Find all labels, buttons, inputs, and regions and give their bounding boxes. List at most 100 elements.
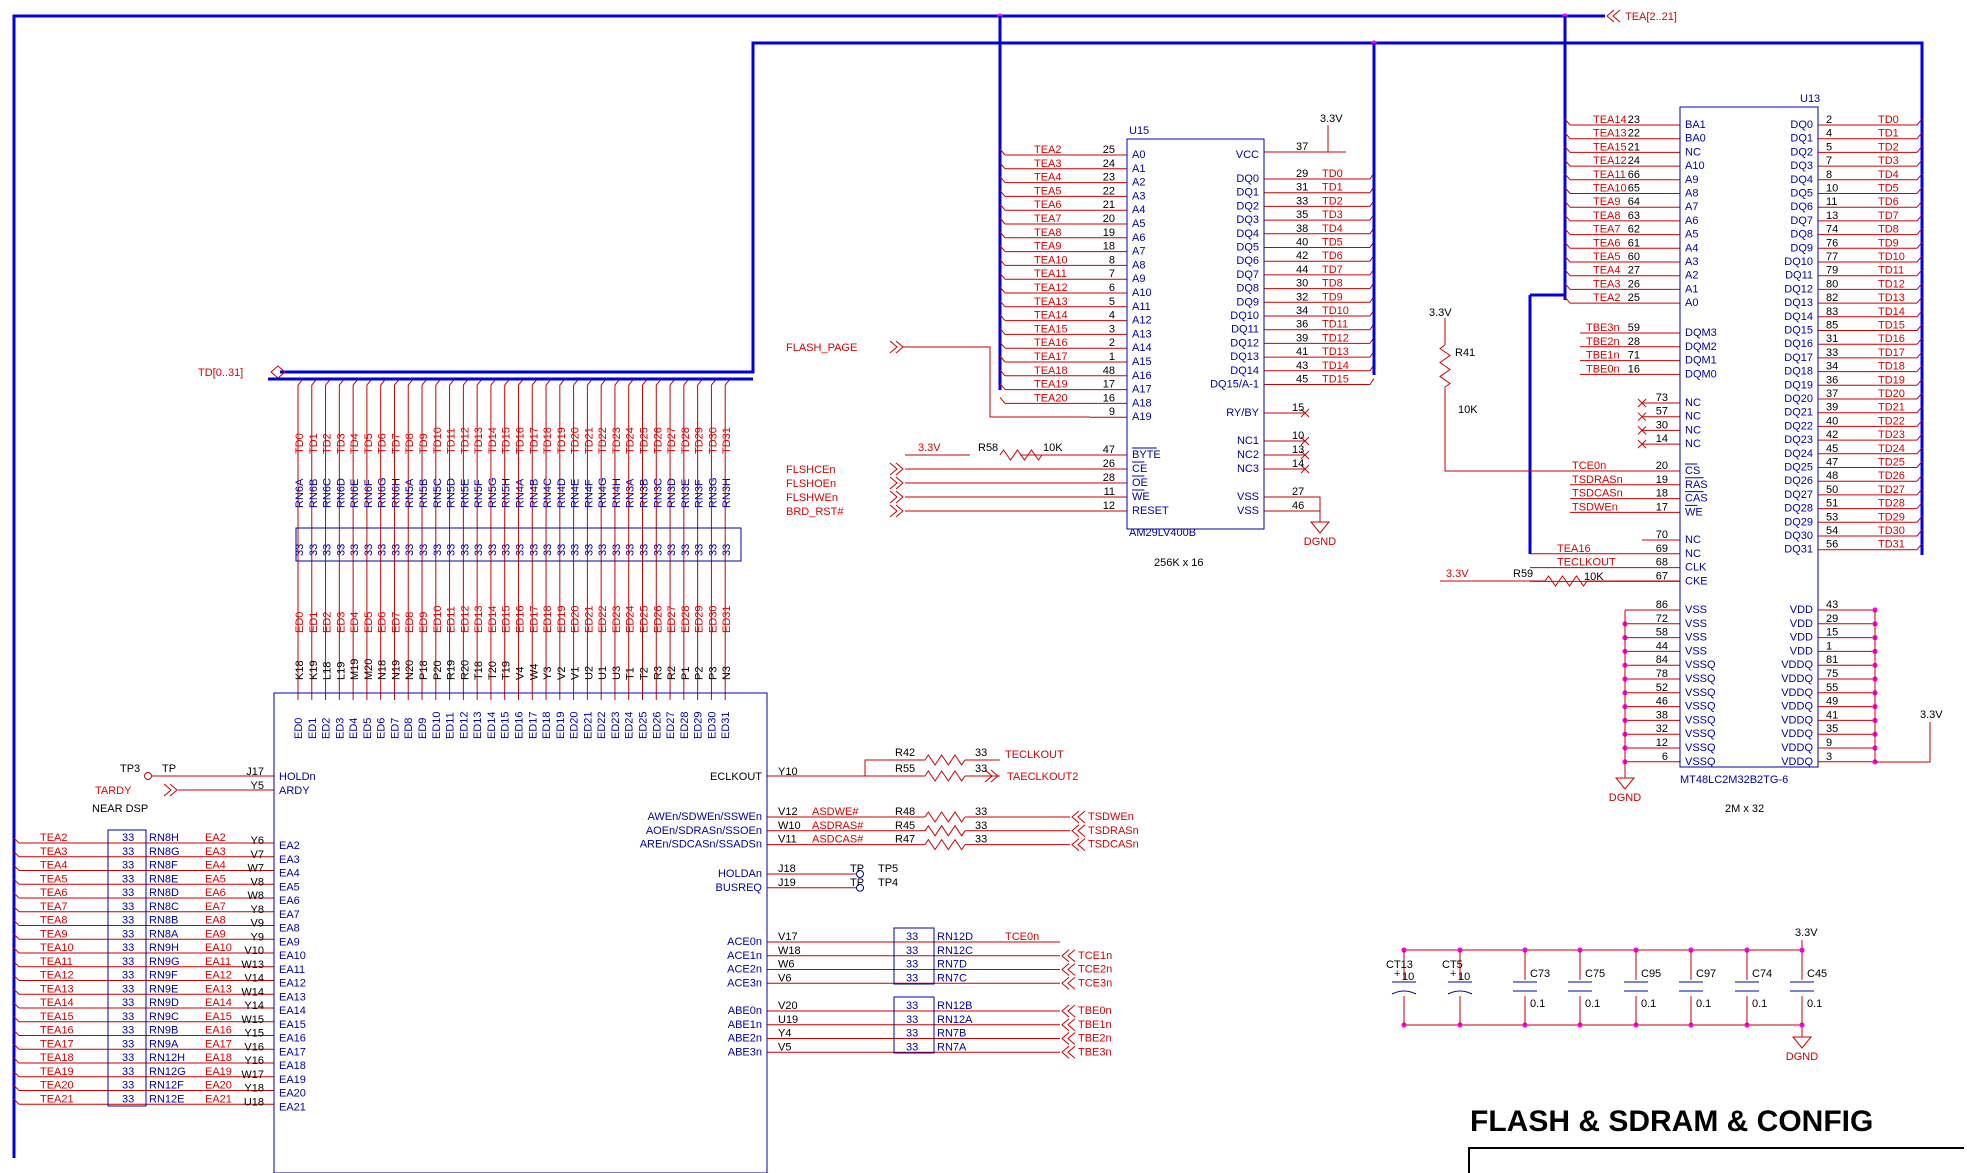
resistor-value: 33 <box>906 945 918 957</box>
pin-name: VDD <box>1790 632 1813 644</box>
net-label: TD2 <box>1322 195 1343 207</box>
pin-name: RY/BY <box>1226 407 1259 419</box>
resistor-ref: RN5C <box>432 478 444 508</box>
cap-ref: C74 <box>1752 968 1772 980</box>
pin-name: A17 <box>1132 384 1152 396</box>
bus-entry <box>1564 159 1571 167</box>
pin-name: A9 <box>1685 174 1698 186</box>
ball-label: U3 <box>611 666 623 680</box>
test-point <box>144 772 152 780</box>
resistor-value: 33 <box>639 544 651 556</box>
pin-number: 66 <box>1628 169 1640 181</box>
ball-label: N20 <box>404 660 416 680</box>
r41-wire <box>1444 387 1570 472</box>
no-connect-mark <box>1637 398 1647 408</box>
ball-label: Y3 <box>542 667 554 680</box>
resistor-value: 33 <box>308 544 320 556</box>
resistor-ref: RN5G <box>487 477 499 508</box>
bus-entry <box>1916 351 1923 359</box>
dsp-ed-pin: ED5 <box>362 718 374 739</box>
ground-symbol <box>1614 777 1636 790</box>
pin-number: 49 <box>1826 696 1838 708</box>
ball-label: V6 <box>778 972 791 984</box>
tea-bus-port <box>1606 9 1615 23</box>
pin-number: 29 <box>1826 613 1838 625</box>
ball-label: T2 <box>639 667 651 680</box>
pin-name: VSSQ <box>1685 728 1716 740</box>
net-label: TEA10 <box>1034 254 1068 266</box>
pin-number: 33 <box>1826 347 1838 359</box>
net-label: TD11 <box>1878 265 1904 277</box>
resistor-value: 33 <box>707 544 719 556</box>
pin-name: NC2 <box>1237 449 1259 461</box>
ball-label: L18 <box>322 662 334 680</box>
pin-number: 15 <box>1292 402 1304 414</box>
resistor-value: 33 <box>432 544 444 556</box>
pin-name: VDD <box>1790 618 1813 630</box>
pin-name: DQ19 <box>1784 379 1813 391</box>
ball-label: V4 <box>514 667 526 680</box>
dsp-ed-pin: ED28 <box>679 711 691 739</box>
pin-name: VSSQ <box>1685 687 1716 699</box>
ball-label: W17 <box>241 1069 264 1081</box>
pin-name: DQ5 <box>1236 242 1259 254</box>
ball-label: R3 <box>652 666 664 680</box>
resistor-ref: RN3B <box>639 479 651 508</box>
resistor-ref: RN12E <box>149 1093 184 1105</box>
pin-name: NC <box>1685 548 1701 560</box>
pin-number: 50 <box>1826 484 1838 496</box>
pin-number: 47 <box>1826 457 1838 469</box>
resistor-ref: RN3D <box>666 478 678 508</box>
bus-entry <box>1564 296 1571 304</box>
vss-wire <box>1305 496 1321 522</box>
pin-number: 40 <box>1296 237 1308 249</box>
dsp-ed-pin: ED11 <box>445 712 457 739</box>
resistor-value: 33 <box>122 1080 134 1092</box>
pin-name: DQ6 <box>1236 255 1259 267</box>
net-label: TSDWEn <box>1572 501 1618 513</box>
pin-name: VDD <box>1790 604 1813 616</box>
ball-label: V12 <box>778 806 798 818</box>
ball-label: Y8 <box>251 904 264 916</box>
pin-name: A2 <box>1132 177 1145 189</box>
pin-name: VSSQ <box>1685 673 1716 685</box>
net-label: TD14 <box>1322 360 1349 372</box>
no-connect-stroke <box>1300 464 1310 474</box>
pin-number: 10 <box>1292 430 1304 442</box>
net-label: TEA2 <box>40 832 68 844</box>
ball-label: U18 <box>244 1096 264 1108</box>
dsp-ed-pin: ED4 <box>348 718 360 739</box>
cap-value: 0.1 <box>1641 998 1656 1010</box>
bus-entry <box>13 1002 20 1009</box>
dsp-ed-pin: ED26 <box>651 711 663 739</box>
ball-label: W13 <box>241 959 264 971</box>
net-label: TEA7 <box>1034 213 1062 225</box>
pin-number: 1 <box>1109 351 1115 363</box>
net-label: TBE2n <box>1078 1033 1112 1045</box>
net-label: TEA14 <box>1593 114 1627 126</box>
pin-name: DQ1 <box>1790 133 1813 145</box>
net-label: TEA16 <box>40 1025 74 1037</box>
clk-resistor <box>924 770 966 782</box>
dsp-ed-pin: ED31 <box>720 711 732 739</box>
pin-number: 79 <box>1826 265 1838 277</box>
clk-resistor <box>924 754 966 766</box>
pin-number: 12 <box>1103 500 1115 512</box>
resistor-ref: RN3E <box>680 479 692 508</box>
td-net-label: TD29 <box>694 427 706 454</box>
cap-ref: CT13 <box>1386 959 1413 971</box>
resistor-ref: RN5E <box>459 479 471 508</box>
tp3-ref: TP3 <box>120 763 140 775</box>
ctrl-port <box>1071 838 1080 851</box>
resistor-value: 33 <box>122 860 134 872</box>
flash-ctrl-port <box>889 462 898 476</box>
pin-number: 35 <box>1296 209 1308 221</box>
bus-entry <box>1916 420 1923 427</box>
ball-label: N3 <box>721 666 733 680</box>
resistor-value: 33 <box>122 956 134 968</box>
pin-name: DQ25 <box>1784 462 1813 474</box>
pin-name: VSS <box>1237 505 1259 517</box>
tardy-label: TARDY <box>95 785 132 797</box>
pin-name: ABE0n <box>728 1005 762 1017</box>
